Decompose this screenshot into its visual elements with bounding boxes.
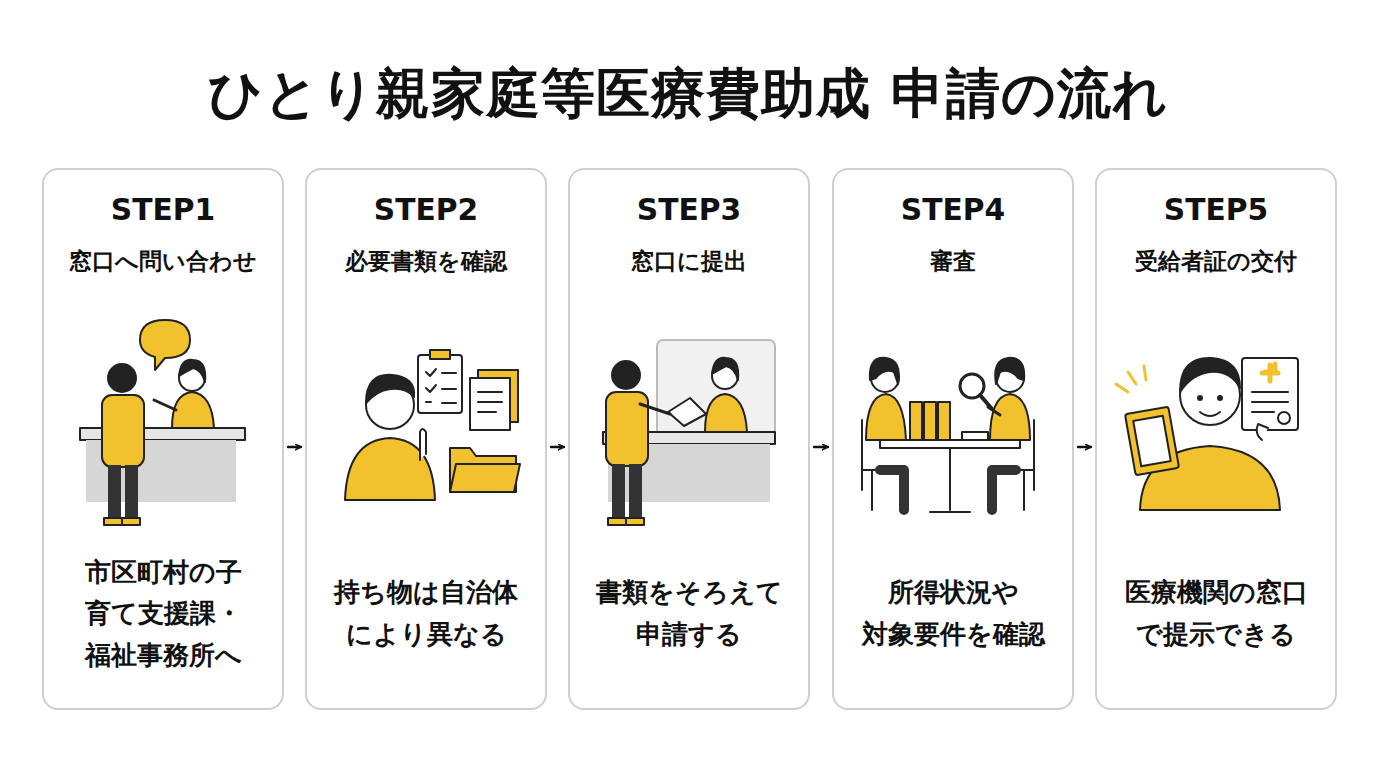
flow-arrow: [288, 446, 301, 448]
step-title: 必要書類を確認: [307, 246, 545, 277]
flow-arrow: [814, 446, 828, 448]
step-number: STEP1: [44, 192, 282, 227]
step-description: 書類をそろえて 申請する: [570, 572, 808, 655]
step-number: STEP4: [834, 192, 1072, 227]
step-description: 持ち物は自治体 により異なる: [307, 572, 545, 655]
step-number: STEP2: [307, 192, 545, 227]
step-description: 所得状況や 対象要件を確認: [834, 572, 1072, 655]
flow-arrow: [1078, 446, 1091, 448]
flow-arrow: [551, 446, 564, 448]
documents-illustration: [345, 350, 520, 500]
step-number: STEP3: [570, 192, 808, 227]
step-title: 窓口へ問い合わせ: [44, 246, 282, 277]
step-title: 審査: [834, 246, 1072, 277]
inquiry-illustration: [80, 320, 245, 525]
step-title: 窓口に提出: [570, 246, 808, 277]
step-title: 受給者証の交付: [1097, 246, 1335, 277]
step-card: STEP2 必要書類を確認持ち物は自治体 により異なる: [305, 168, 547, 710]
issue-illustration: [1116, 358, 1298, 510]
step-card: STEP3 窓口に提出書類をそろえて 申請する: [568, 168, 810, 710]
step-number: STEP5: [1097, 192, 1335, 227]
step-card: STEP5 受給者証の交付医療機関の窓口 で提示できる: [1095, 168, 1337, 710]
review-illustration: [862, 358, 1034, 512]
step-description: 医療機関の窓口 で提示できる: [1097, 572, 1335, 655]
step-card: STEP1 窓口へ問い合わせ市区町村の子 育て支援課・ 福祉事務所へ: [42, 168, 284, 710]
step-description: 市区町村の子 育て支援課・ 福祉事務所へ: [44, 552, 282, 677]
step-card: STEP4 審査所得状況や 対象要件を確認: [832, 168, 1074, 710]
diagram-title: ひとり親家庭等医療費助成 申請の流れ: [0, 58, 1376, 131]
submit-illustration: [603, 340, 775, 525]
